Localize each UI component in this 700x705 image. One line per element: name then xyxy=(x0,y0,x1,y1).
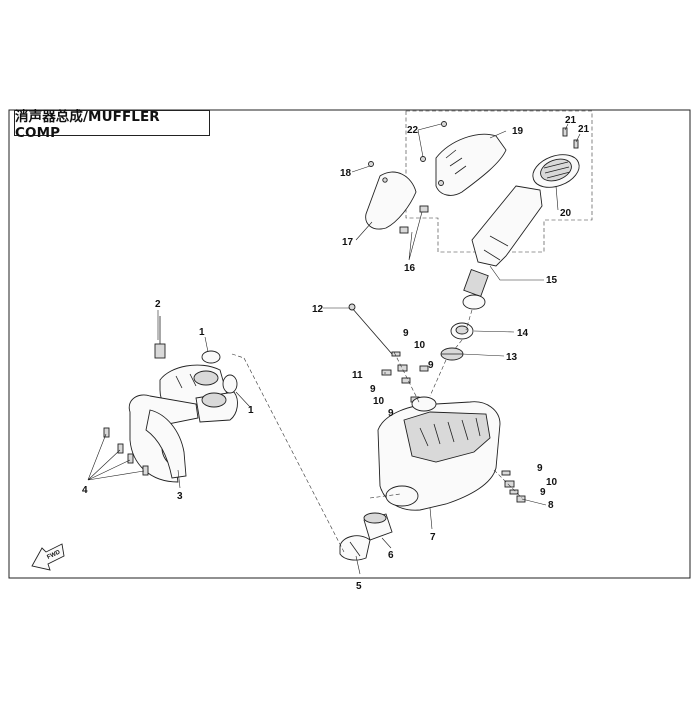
part-16-clips xyxy=(399,205,429,234)
callout-10: 10 xyxy=(546,477,558,488)
callout-3: 3 xyxy=(177,491,183,502)
callout-20: 20 xyxy=(560,208,572,219)
callout-9: 9 xyxy=(403,328,409,339)
callout-22: 22 xyxy=(407,125,419,136)
guide-line-left xyxy=(243,357,345,553)
part-3-header-pipes xyxy=(128,364,238,483)
sheet-border xyxy=(8,109,691,579)
part-7-muffler-body xyxy=(377,396,501,511)
guide-line-left-top xyxy=(231,353,245,359)
callout-9: 9 xyxy=(388,408,394,419)
callout-17: 17 xyxy=(342,237,354,248)
guide-line-sleeve xyxy=(369,493,401,499)
part-12-long-bolt xyxy=(348,303,393,355)
callout-4: 4 xyxy=(82,485,88,496)
callout-8: 8 xyxy=(548,500,554,511)
callout-14: 14 xyxy=(517,328,529,339)
callout-15: 15 xyxy=(546,275,558,286)
part-4-studs xyxy=(103,427,149,476)
callout-21: 21 xyxy=(578,124,590,135)
callout-9: 9 xyxy=(540,487,546,498)
part-1-gaskets xyxy=(201,350,238,394)
callout-2: 2 xyxy=(155,299,161,310)
callout-10: 10 xyxy=(373,396,385,407)
callout-9: 9 xyxy=(537,463,543,474)
callout-11: 11 xyxy=(352,370,363,381)
callout-18: 18 xyxy=(340,168,352,179)
leader-lines xyxy=(87,123,581,575)
part-18-bolt xyxy=(368,161,374,167)
part-13-clamp xyxy=(440,347,464,361)
part-22-screws xyxy=(420,121,447,162)
forward-arrow-icon: FWD xyxy=(31,543,65,571)
guide-line-center xyxy=(429,309,473,397)
part-19-heat-shield xyxy=(435,133,507,196)
part-20-end-cap xyxy=(532,154,580,188)
part-15-tail-pipe xyxy=(462,185,543,310)
callout-1: 1 xyxy=(199,327,205,338)
part-14-gasket xyxy=(450,322,474,340)
part-21-screws xyxy=(562,127,579,149)
part-2-o2-sensor xyxy=(154,316,166,359)
part-6-sleeve xyxy=(363,512,393,541)
guide-line-hardware xyxy=(393,351,421,405)
part-11-bolt xyxy=(381,369,392,376)
callout-5: 5 xyxy=(356,581,362,592)
callout-16: 16 xyxy=(404,263,416,274)
callout-7: 7 xyxy=(430,532,436,543)
callout-21: 21 xyxy=(565,115,577,126)
callout-19: 19 xyxy=(512,126,524,137)
guide-line-right-hardware xyxy=(493,469,523,499)
callout-6: 6 xyxy=(388,550,394,561)
diagram-title: 消声器总成/MUFFLER COMP xyxy=(14,109,210,141)
callout-10: 10 xyxy=(414,340,426,351)
fwd-label: FWD xyxy=(46,549,62,560)
part-8-bolt xyxy=(516,495,526,503)
callout-12: 12 xyxy=(312,304,324,315)
callout-1: 1 xyxy=(248,405,254,416)
callout-numbers: 1 1 2 3 4 5 6 7 8 9 9 9 9 9 9 10 10 10 1… xyxy=(82,115,590,592)
callout-9: 9 xyxy=(428,360,434,371)
callout-9: 9 xyxy=(370,384,376,395)
assembly-group-outline xyxy=(405,110,593,253)
callout-13: 13 xyxy=(506,352,518,363)
part-17-heat-shield xyxy=(365,171,417,230)
part-5-clamp xyxy=(339,535,371,561)
